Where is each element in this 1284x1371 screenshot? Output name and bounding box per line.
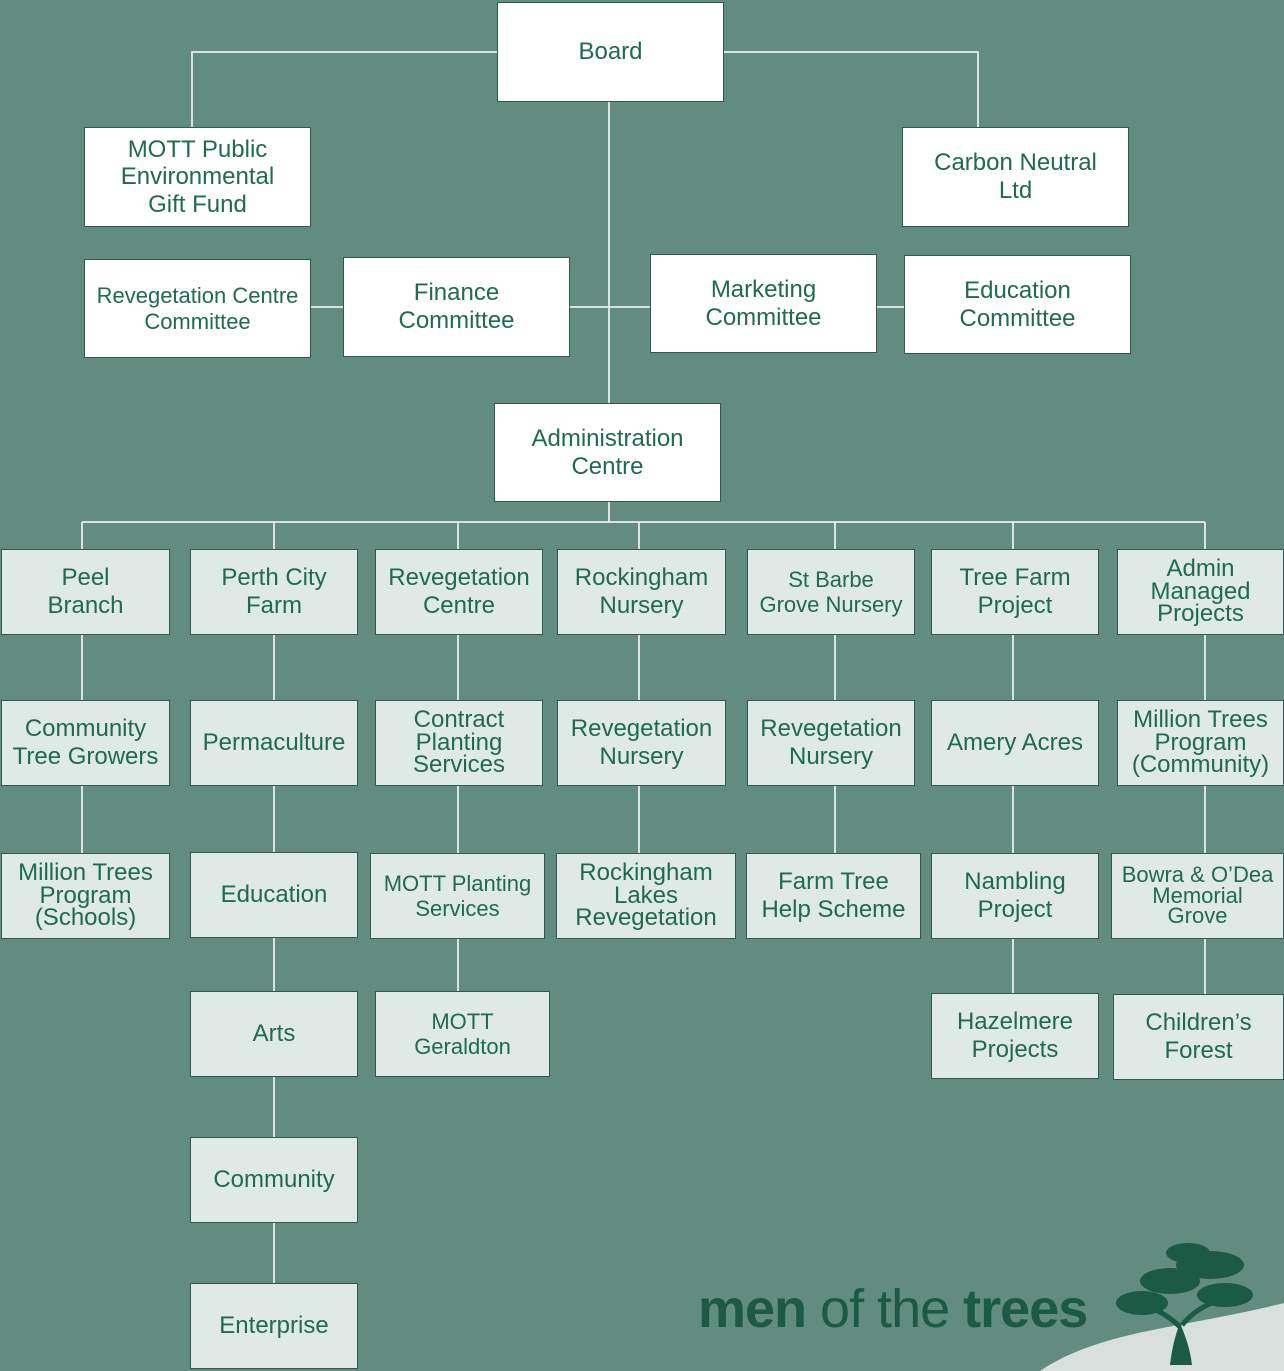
- million-trees-community-node: Million Trees Program (Community): [1117, 700, 1284, 786]
- community-tree-growers-node: Community Tree Growers: [1, 700, 170, 786]
- education-node: Education: [190, 852, 358, 938]
- contract-planting-node: Contract Planting Services: [375, 700, 543, 786]
- logo-wordmark: men of the trees: [698, 1279, 1088, 1339]
- carbon-neutral-node: Carbon Neutral Ltd: [902, 127, 1129, 227]
- hazelmere-projects-node: Hazelmere Projects: [931, 993, 1099, 1079]
- marketing-committee-node: Marketing Committee: [650, 254, 877, 353]
- peel-branch-node: Peel Branch: [1, 549, 170, 635]
- rockingham-lakes-node: Rockingham Lakes Revegetation: [556, 853, 736, 939]
- finance-committee-node: Finance Committee: [343, 257, 570, 357]
- perth-city-farm-node: Perth City Farm: [190, 549, 358, 635]
- st-barbe-node: St Barbe Grove Nursery: [747, 549, 915, 635]
- rockingham-nursery-node: Rockingham Nursery: [557, 549, 726, 635]
- reveg-centre-committee-node: Revegetation Centre Committee: [84, 259, 311, 358]
- farm-tree-help-node: Farm Tree Help Scheme: [746, 853, 921, 939]
- permaculture-node: Permaculture: [190, 700, 358, 786]
- nambling-project-node: Nambling Project: [931, 853, 1099, 939]
- admin-managed-projects-node: Admin Managed Projects: [1117, 549, 1284, 635]
- community-node: Community: [190, 1137, 358, 1223]
- board-node: Board: [497, 2, 724, 102]
- revegetation-centre-node: Revegetation Centre: [375, 549, 543, 635]
- gift-fund-node: MOTT Public Environmental Gift Fund: [84, 127, 311, 227]
- childrens-forest-node: Children’s Forest: [1113, 994, 1284, 1080]
- tree-farm-project-node: Tree Farm Project: [931, 549, 1099, 635]
- amery-acres-node: Amery Acres: [931, 700, 1099, 786]
- reveg-nursery-st-barbe-node: Revegetation Nursery: [747, 700, 915, 786]
- mott-geraldton-node: MOTT Geraldton: [375, 991, 550, 1077]
- bowra-odea-node: Bowra & O’Dea Memorial Grove: [1111, 853, 1284, 939]
- tree-logo-icon: [1040, 1243, 1284, 1371]
- education-committee-node: Education Committee: [904, 255, 1131, 354]
- million-trees-schools-node: Million Trees Program (Schools): [1, 853, 170, 939]
- administration-centre-node: Administration Centre: [494, 403, 721, 502]
- arts-node: Arts: [190, 991, 358, 1077]
- reveg-nursery-rockingham-node: Revegetation Nursery: [557, 700, 726, 786]
- mott-planting-services-node: MOTT Planting Services: [370, 853, 545, 939]
- enterprise-node: Enterprise: [190, 1283, 358, 1369]
